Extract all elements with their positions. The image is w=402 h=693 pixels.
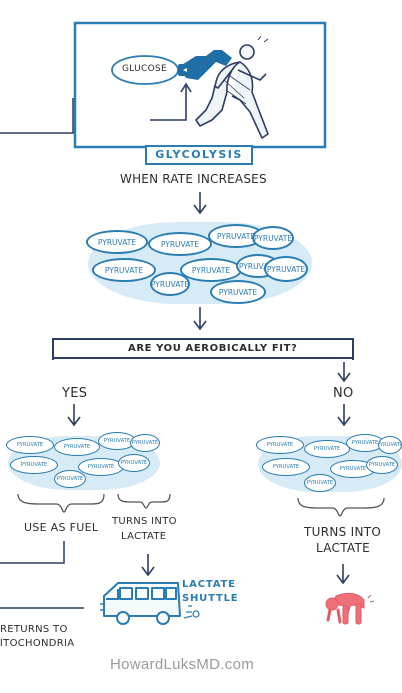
glycolysis-tab	[145, 145, 253, 165]
brace-no-turns	[297, 497, 385, 517]
brace-use-as-fuel	[17, 493, 105, 513]
pyruvate-molecule: PYRUVATE	[378, 436, 402, 454]
pyruvate-molecule: PYRUVATE	[180, 258, 242, 282]
yes-label: YES	[62, 386, 88, 401]
pyruvate-molecule: PYRUVATE	[256, 436, 304, 454]
returns-to-mitochondria-line1: RETURNS TO	[0, 624, 68, 635]
pyruvate-molecule: PYRUVATE	[78, 458, 124, 476]
pyruvate-molecule: PYRUVATE	[130, 434, 160, 452]
pyruvate-molecule: PYRUVATE	[366, 456, 398, 474]
fuel-connector	[0, 541, 65, 564]
down-arrow-icon	[67, 404, 81, 427]
glucose-label: GLUCOSE	[122, 64, 167, 74]
pyruvate-molecule: PYRUVATE	[150, 272, 190, 296]
use-as-fuel-label: USE AS FUEL	[24, 521, 99, 534]
pyruvate-molecule: PYRUVATE	[54, 470, 86, 488]
down-arrow-icon	[337, 404, 351, 427]
top-panel-frame	[73, 21, 327, 149]
down-arrow-icon	[141, 554, 155, 577]
pyruvate-molecule: PYRUVATE	[54, 438, 100, 456]
glycolysis-label: GLYCOLYSIS	[155, 148, 243, 161]
pyruvate-molecule: PYRUVATE	[6, 436, 54, 454]
fuel-nozzle-icon	[178, 50, 232, 80]
pyruvate-molecule: PYRUVATE	[252, 226, 294, 250]
down-arrow-icon	[336, 564, 350, 585]
lactate-shuttle-line1: LACTATE	[182, 579, 236, 590]
aerobic-fit-question: ARE YOU AEROBICALLY FIT?	[128, 343, 298, 354]
brace-turns-into-lactate	[117, 493, 171, 509]
turns-into-lactate-yes-line2: LACTATE	[121, 531, 167, 542]
glucose-arrow	[150, 86, 187, 121]
turns-into-lactate-yes-line1: TURNS INTO	[112, 516, 177, 527]
pyruvate-molecule: PYRUVATE	[304, 440, 350, 458]
pyruvate-molecule: PYRUVATE	[118, 454, 150, 472]
pyruvate-molecule: PYRUVATE	[86, 230, 148, 254]
pyruvate-molecule: PYRUVATE	[262, 458, 310, 476]
lactate-shuttle-line2: SHUTTLE	[182, 593, 239, 604]
pyruvate-molecule: PYRUVATE	[210, 280, 266, 304]
turns-into-lactate-no-line2: LACTATE	[316, 541, 371, 555]
pyruvate-molecule: PYRUVATE	[10, 456, 58, 474]
runner-icon	[195, 35, 269, 139]
watermark: HowardLuksMD.com	[110, 656, 255, 673]
turns-into-lactate-no-line1: TURNS INTO	[304, 525, 382, 539]
van-icon	[100, 582, 200, 625]
pyruvate-molecule: PYRUVATE	[304, 474, 336, 492]
down-arrow-icon	[337, 362, 351, 383]
no-label: NO	[333, 386, 354, 401]
pyruvate-molecule: PYRUVATE	[92, 258, 156, 282]
returns-to-mitochondria-line2: MITOCHONDRIA	[0, 638, 75, 649]
exhausted-person-icon	[325, 592, 375, 625]
when-rate-increases: WHEN RATE INCREASES	[120, 172, 267, 186]
pyruvate-molecule: PYRUVATE	[264, 256, 308, 282]
down-arrow-icon	[193, 192, 207, 215]
pyruvate-molecule: PYRUVATE	[148, 232, 212, 256]
left-connector-top	[0, 98, 74, 134]
down-arrow-icon	[193, 307, 207, 331]
